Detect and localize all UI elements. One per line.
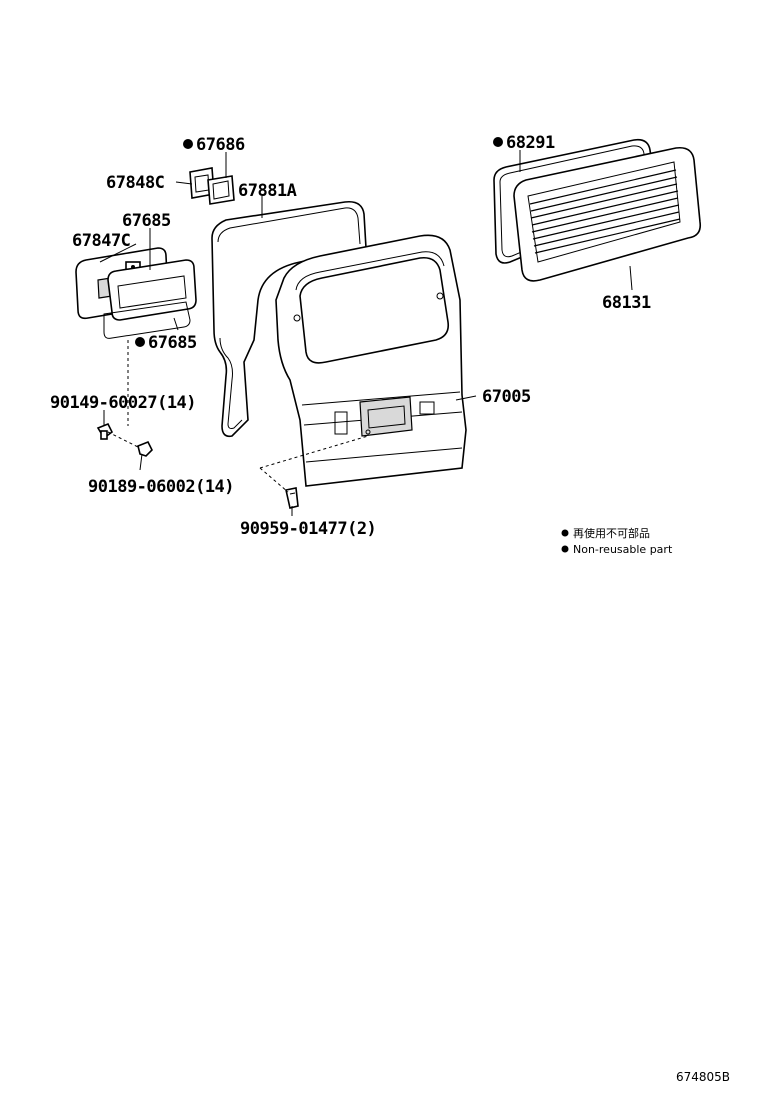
label-67685-upper: 67685 [122,211,171,231]
legend-english: Non-reusable part [573,543,673,556]
label-68131: 68131 [602,293,651,313]
screw-90149[interactable] [96,422,114,440]
legend: 再使用不可部品 Non-reusable part [561,526,673,556]
back-glass-68131[interactable] [513,146,702,282]
label-67881a: 67881A [238,181,297,201]
non-reusable-mark-67686 [183,139,193,149]
defogger-lines [529,169,681,254]
non-reusable-mark-67685 [135,337,145,347]
nut-90189[interactable] [137,440,153,457]
legend-dot-english [561,545,569,553]
label-90189: 90189-06002(14) [88,477,234,497]
label-90149: 90149-60027(14) [50,393,196,413]
label-67005: 67005 [482,387,531,407]
seal-67686[interactable] [207,175,235,205]
label-67848c: 67848C [106,173,164,193]
seal-67685-upper[interactable] [107,259,197,321]
legend-japanese: 再使用不可部品 [573,526,650,540]
protector-67848c[interactable] [189,167,215,199]
seal-67685-lower[interactable] [103,301,191,339]
non-reusable-mark-68291 [493,137,503,147]
diagram-code: 674805B [676,1070,730,1084]
label-67686: 67686 [196,135,245,155]
legend-dot-japanese [561,529,569,537]
label-67847c: 67847C [72,231,130,251]
weatherstrip-67881a[interactable] [211,200,367,438]
label-90959: 90959-01477(2) [240,519,376,539]
back-door-panel-67005[interactable] [275,234,467,487]
label-68291: 68291 [506,133,555,153]
clip-90959[interactable] [285,487,299,509]
label-67685-lower: 67685 [148,333,197,353]
